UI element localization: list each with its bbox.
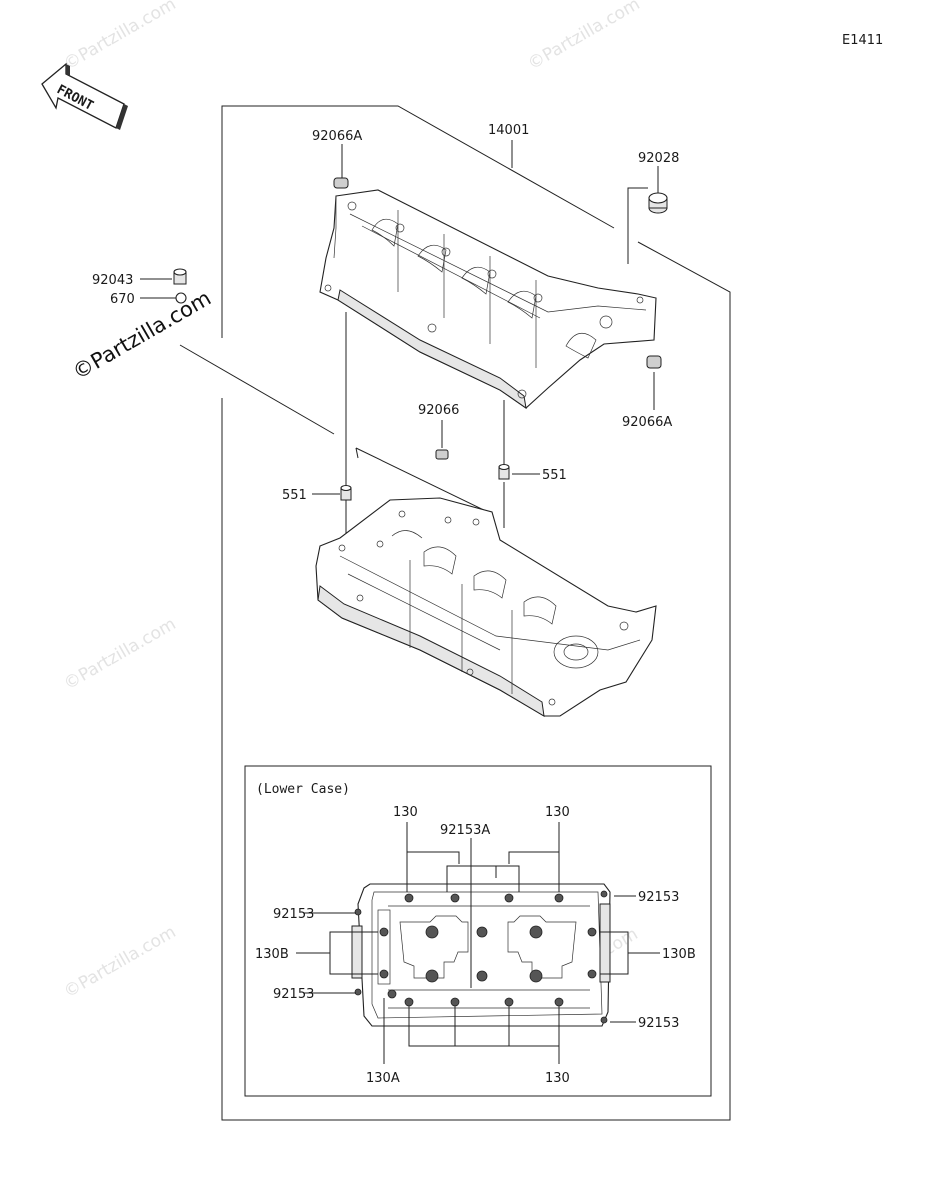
watermarks: ©Partzilla.com ©Partzilla.com ©Partzilla… (61, 0, 644, 1004)
dowel-551-right-icon (498, 463, 510, 480)
label-92153-bottom-left: 92153 (273, 987, 314, 1002)
seal-670-icon (175, 292, 187, 304)
label-92066: 92066 (418, 403, 459, 418)
label-130-top-left: 130 (393, 805, 418, 820)
label-92153-top-left: 92153 (273, 907, 314, 922)
plug-92066A-top-icon (333, 177, 349, 189)
label-130-top-right: 130 (545, 805, 570, 820)
lower-crankcase-drawing (315, 497, 657, 717)
label-130A: 130A (366, 1071, 400, 1086)
label-130-bottom: 130 (545, 1071, 570, 1086)
label-92066A-right: 92066A (622, 415, 672, 430)
watermark: ©Partzilla.com (61, 922, 180, 1002)
label-92153-bottom-right: 92153 (638, 1016, 679, 1031)
label-551-left: 551 (282, 488, 307, 503)
watermark: ©Partzilla.com (525, 0, 644, 74)
label-14001: 14001 (488, 123, 529, 138)
label-92043: 92043 (92, 273, 133, 288)
watermark: ©Partzilla.com (61, 0, 180, 74)
label-670: 670 (110, 292, 135, 307)
plug-92066A-right-icon (646, 355, 662, 369)
label-92153A: 92153A (440, 823, 490, 838)
leader-lines (140, 140, 659, 548)
small-parts (173, 177, 668, 501)
diagram-code: E1411 (842, 33, 883, 48)
label-92153-top-right: 92153 (638, 890, 679, 905)
lower-case-bottom-view (351, 883, 611, 1027)
watermark-logo: ©Partzilla.com (69, 286, 216, 384)
plug-92066-icon (435, 449, 449, 460)
inset-title: (Lower Case) (256, 782, 350, 797)
watermark: ©Partzilla.com (61, 614, 180, 694)
inset-leader-lines (296, 822, 660, 1064)
label-551-right: 551 (542, 468, 567, 483)
front-arrow-icon: FRONT (41, 62, 128, 130)
label-92028: 92028 (638, 151, 679, 166)
bushing-92028-icon (648, 192, 668, 214)
label-130B-right: 130B (662, 947, 696, 962)
assembly-frame (221, 105, 731, 1121)
label-130B-left: 130B (255, 947, 289, 962)
dowel-92043-icon (173, 268, 187, 285)
upper-crankcase-drawing (319, 189, 657, 410)
lower-case-inset: (Lower Case) (244, 765, 712, 1097)
dowel-551-left-icon (340, 484, 352, 501)
label-92066A-top: 92066A (312, 129, 362, 144)
